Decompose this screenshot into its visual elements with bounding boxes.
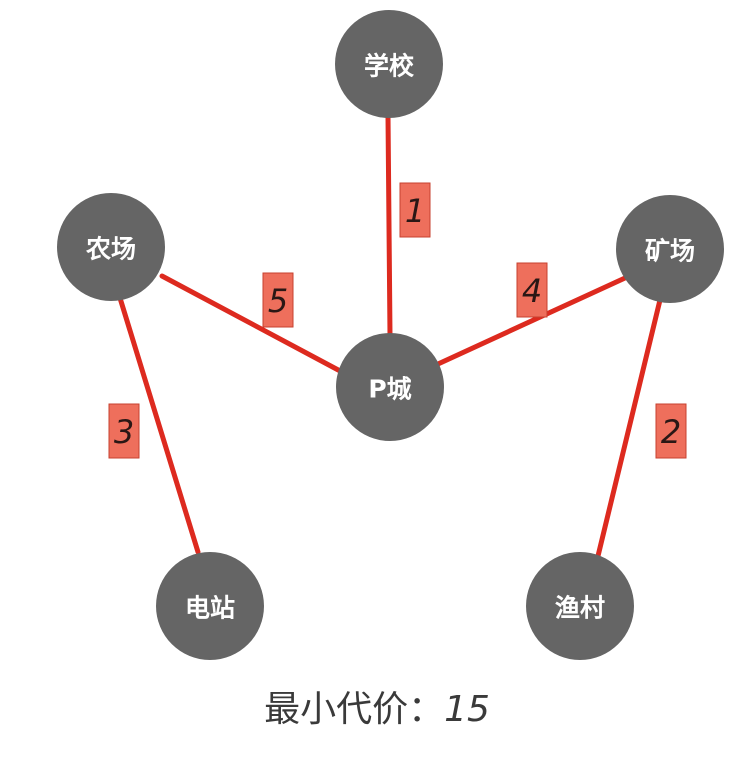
- node-village: 渔村: [526, 552, 634, 660]
- edge-mine-pcity: [435, 275, 628, 367]
- weight-label-school-pcity: 1: [399, 182, 431, 238]
- minimum-cost-value: 15: [444, 689, 490, 730]
- weight-text: 3: [114, 413, 134, 451]
- node-station: 电站: [156, 552, 264, 660]
- minimum-cost-label: 最小代价：: [264, 689, 445, 730]
- node-label: 矿场: [645, 237, 695, 266]
- node-label: 渔村: [555, 594, 605, 623]
- weight-text: 2: [661, 413, 681, 451]
- weight-label-farm-pcity: 5: [262, 272, 294, 328]
- edge-school-pcity: [385, 113, 393, 338]
- node-mine: 矿场: [616, 195, 724, 303]
- node-school: 学校: [335, 10, 443, 118]
- node-label: 农场: [85, 235, 136, 264]
- node-label: 学校: [364, 52, 415, 81]
- node-label: 电站: [185, 594, 235, 623]
- node-farm: 农场: [57, 193, 165, 301]
- edge-mine-village: [595, 297, 663, 559]
- weight-text: 5: [268, 282, 288, 320]
- minimum-cost: 最小代价：15: [0, 680, 754, 732]
- weight-label-mine-pcity: 4: [516, 262, 548, 318]
- weight-text: 4: [522, 272, 542, 310]
- weight-text: 1: [405, 192, 425, 230]
- weight-label-mine-village: 2: [655, 403, 687, 459]
- weight-label-farm-station: 3: [108, 403, 140, 459]
- node-pcity: P城: [336, 333, 444, 441]
- node-label: P城: [368, 375, 411, 404]
- edge-farm-pcity: [159, 273, 345, 375]
- edge-farm-station: [117, 295, 201, 555]
